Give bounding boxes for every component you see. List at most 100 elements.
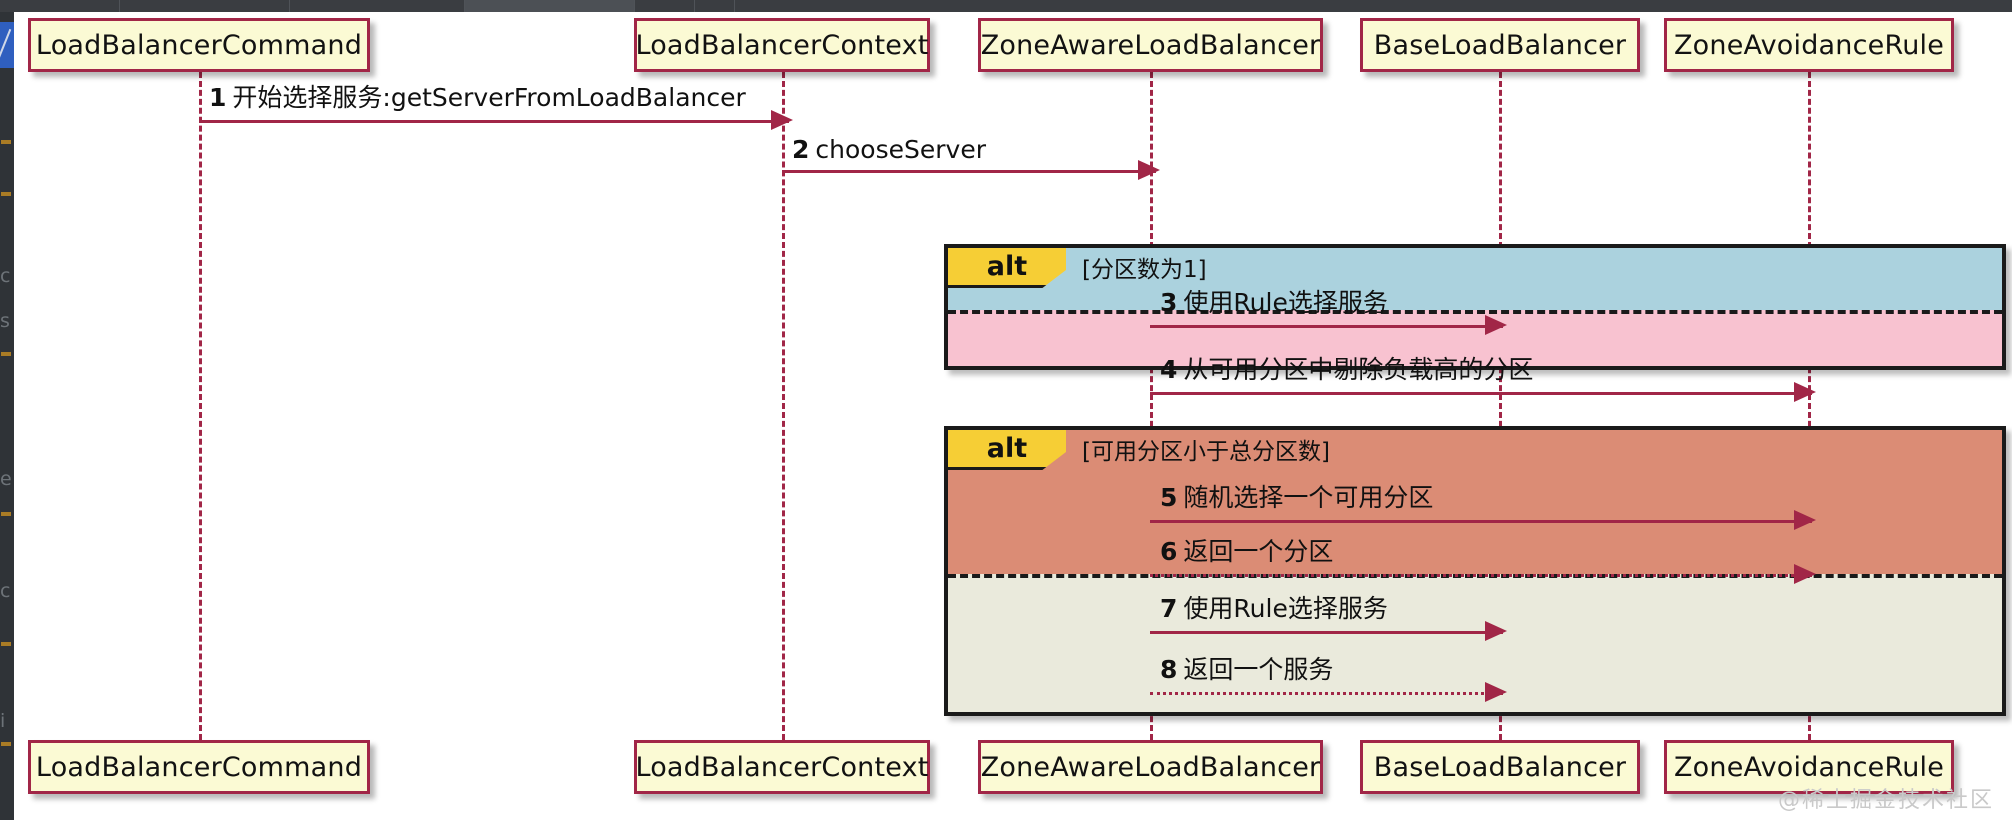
message-number: 8 xyxy=(1160,655,1178,684)
arrow-head-icon xyxy=(1794,510,1816,530)
lifeline-zonerule xyxy=(1808,72,1811,740)
alt-operator-label: alt xyxy=(986,251,1028,282)
alt-guard-condition: [分区数为1] xyxy=(1082,257,1207,283)
message-line xyxy=(1150,520,1812,523)
participant-label: BaseLoadBalancer xyxy=(1373,751,1627,783)
alt-band-2 xyxy=(948,574,2002,712)
lifeline-lbcontext xyxy=(782,72,785,740)
gutter-code-ghost: c xyxy=(0,580,11,602)
message-line xyxy=(782,170,1156,173)
message-number: 1 xyxy=(209,83,227,112)
alt-guard-condition: [可用分区小于总分区数] xyxy=(1082,439,1330,465)
gutter-code-ghost: i xyxy=(0,710,6,732)
gutter-tick xyxy=(1,352,11,356)
participant-box-lbcontext-bottom[interactable]: LoadBalancerContext xyxy=(634,740,930,794)
participant-box-zonealb-bottom[interactable]: ZoneAwareLoadBalancer xyxy=(978,740,1323,794)
alt-fragment-2: alt [可用分区小于总分区数] xyxy=(944,426,2006,716)
gutter-tick xyxy=(1,642,11,646)
participant-box-zonerule-bottom[interactable]: ZoneAvoidanceRule xyxy=(1664,740,1954,794)
editor-tab-strip-segment[interactable] xyxy=(290,0,465,12)
editor-tab-strip-segment[interactable] xyxy=(635,0,695,12)
message-text: 返回一个分区 xyxy=(1183,537,1334,566)
alt-band-1 xyxy=(948,430,2002,574)
alt-band-divider xyxy=(948,310,2002,314)
alt-band-2 xyxy=(948,310,2002,366)
participant-label: LoadBalancerContext xyxy=(635,29,929,61)
message-line xyxy=(1150,392,1812,395)
message-line xyxy=(1150,574,1812,577)
participant-label: ZoneAvoidanceRule xyxy=(1673,751,1945,783)
lifeline-zonealb xyxy=(1150,72,1153,740)
participant-box-baselb-top[interactable]: BaseLoadBalancer xyxy=(1360,18,1640,72)
message-line xyxy=(1150,325,1503,328)
gutter-scroll-marker[interactable] xyxy=(0,22,14,68)
editor-tab-strip-segment-active[interactable] xyxy=(465,0,635,12)
gutter-code-ghost: s xyxy=(0,310,10,332)
participant-label: ZoneAwareLoadBalancer xyxy=(980,29,1321,61)
participant-box-zonerule-top[interactable]: ZoneAvoidanceRule xyxy=(1664,18,1954,72)
lifeline-baselb xyxy=(1499,72,1502,740)
gutter-tick xyxy=(1,192,11,196)
participant-label: LoadBalancerCommand xyxy=(35,751,363,783)
participant-label: ZoneAwareLoadBalancer xyxy=(980,751,1321,783)
message-number: 4 xyxy=(1160,355,1178,384)
message-number: 5 xyxy=(1160,483,1178,512)
editor-top-bar xyxy=(0,0,2012,12)
arrow-head-icon xyxy=(1485,682,1507,702)
arrow-head-icon xyxy=(771,110,793,130)
gutter-tick xyxy=(1,512,11,516)
alt-operator-tag: alt xyxy=(948,248,1066,288)
message-text: 使用Rule选择服务 xyxy=(1183,288,1388,317)
lifeline-lbcommand xyxy=(199,72,202,740)
message-number: 2 xyxy=(792,135,810,164)
message-number: 7 xyxy=(1160,594,1178,623)
editor-tab-strip-segment[interactable] xyxy=(120,0,290,12)
message-line xyxy=(199,120,789,123)
message-text: chooseServer xyxy=(815,135,986,164)
editor-tab-strip-segment[interactable] xyxy=(0,0,120,12)
alt-operator-tag: alt xyxy=(948,430,1066,470)
arrow-head-icon xyxy=(1485,315,1507,335)
alt-operator-label: alt xyxy=(986,433,1028,464)
participant-label: LoadBalancerContext xyxy=(635,751,929,783)
alt-fragment-1: alt [分区数为1] xyxy=(944,244,2006,370)
participant-box-baselb-bottom[interactable]: BaseLoadBalancer xyxy=(1360,740,1640,794)
message-text: 使用Rule选择服务 xyxy=(1183,594,1388,623)
message-number: 6 xyxy=(1160,537,1178,566)
editor-tab-strip-segment[interactable] xyxy=(695,0,735,12)
participant-label: ZoneAvoidanceRule xyxy=(1673,29,1945,61)
alt-band-1 xyxy=(948,248,2002,310)
message-line xyxy=(1150,631,1503,634)
message-text: 从可用分区中剔除负载高的分区 xyxy=(1183,355,1534,384)
message-number: 3 xyxy=(1160,288,1178,317)
editor-gutter-strip[interactable]: c s e c i xyxy=(0,12,14,820)
participant-label: LoadBalancerCommand xyxy=(35,29,363,61)
participant-box-lbcontext-top[interactable]: LoadBalancerContext xyxy=(634,18,930,72)
arrow-head-icon xyxy=(1138,160,1160,180)
participant-box-lbcommand-top[interactable]: LoadBalancerCommand xyxy=(28,18,370,72)
arrow-head-icon xyxy=(1485,621,1507,641)
message-text: 返回一个服务 xyxy=(1183,655,1334,684)
message-line xyxy=(1150,692,1503,695)
participant-box-zonealb-top[interactable]: ZoneAwareLoadBalancer xyxy=(978,18,1323,72)
gutter-tick xyxy=(1,742,11,746)
participant-box-lbcommand-bottom[interactable]: LoadBalancerCommand xyxy=(28,740,370,794)
participant-label: BaseLoadBalancer xyxy=(1373,29,1627,61)
diagram-canvas: LoadBalancerCommand LoadBalancerContext … xyxy=(14,12,2012,820)
gutter-tick xyxy=(1,140,11,144)
message-text: 随机选择一个可用分区 xyxy=(1183,483,1434,512)
watermark: @稀土掘金技术社区 xyxy=(1777,788,1994,813)
message-text: 开始选择服务:getServerFromLoadBalancer xyxy=(232,83,746,112)
gutter-code-ghost: c xyxy=(0,265,11,287)
gutter-code-ghost: e xyxy=(0,468,12,490)
arrow-head-icon xyxy=(1794,564,1816,584)
